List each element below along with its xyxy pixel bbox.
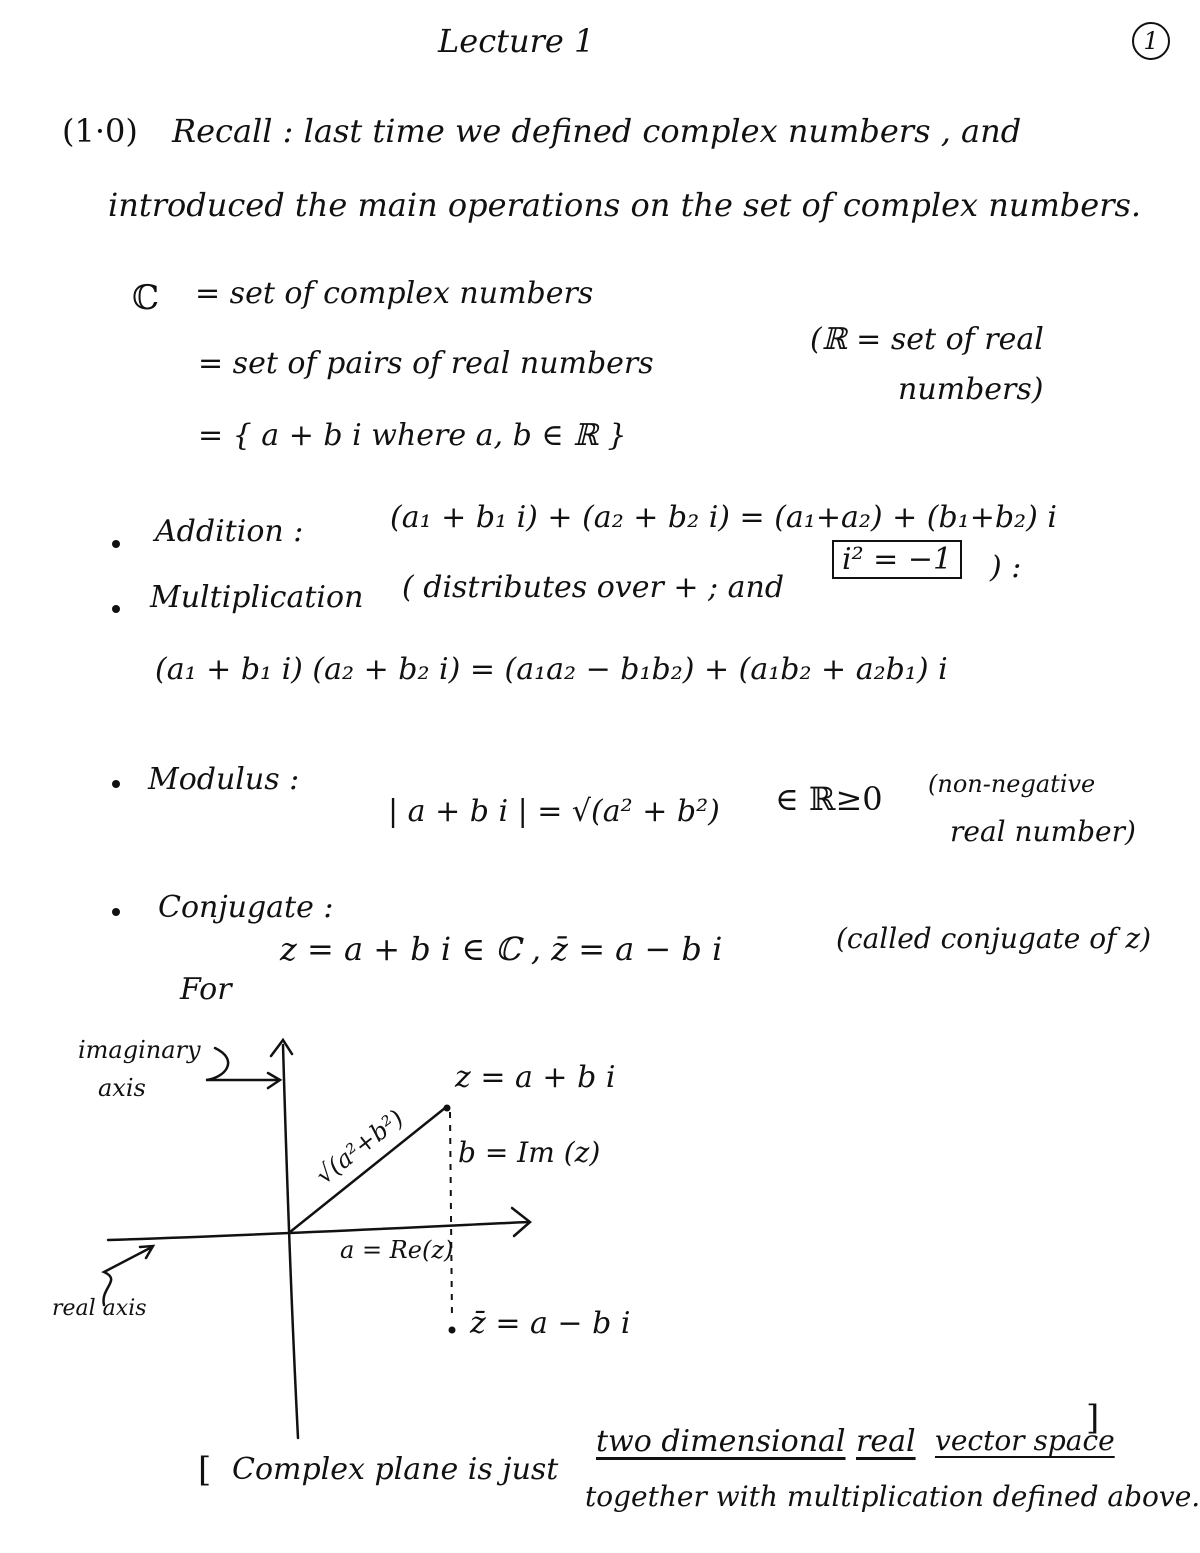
page-title: Lecture 1 — [438, 22, 595, 60]
multiplication-desc: ( distributes over + ; and — [402, 570, 785, 605]
multiplication-label: Multiplication — [150, 580, 364, 615]
modulus-note-1: (non-negative — [928, 770, 1096, 798]
modulus-note-2: real number) — [950, 815, 1136, 848]
bullet-dot — [112, 780, 120, 788]
real-label-arrow — [101, 1245, 154, 1307]
z-point — [443, 1104, 451, 1112]
modulus-membership: ∈ ℝ≥0 — [775, 780, 883, 818]
real-label-arrowhead — [138, 1244, 156, 1260]
footer-underlined-1: two dimensional — [596, 1424, 846, 1459]
footer-text-1: Complex plane is just — [232, 1452, 559, 1487]
intro-line-1: Recall : last time we defined complex nu… — [172, 112, 1022, 150]
projection-line — [449, 1111, 453, 1321]
imaginary-axis-arrowhead — [269, 1037, 294, 1058]
imaginary-axis — [281, 1043, 300, 1440]
bracket-close: ] — [1086, 1398, 1100, 1438]
footer-underlined-2: real — [856, 1424, 916, 1459]
intro-line-2: introduced the main operations on the se… — [108, 186, 1142, 224]
multiplication-end: ) : — [990, 550, 1022, 585]
im-label: b = Im (z) — [458, 1136, 601, 1169]
bullet-dot — [112, 908, 120, 916]
real-axis — [106, 1220, 530, 1242]
conjugate-point-label: z̄ = a − b i — [470, 1306, 631, 1341]
bullet-dot — [112, 605, 120, 613]
real-axis-arrowhead — [510, 1206, 532, 1238]
imaginary-label-arrow — [205, 1046, 280, 1082]
definition-eq-2: = set of pairs of real numbers — [198, 346, 654, 381]
footer-text-2: together with multiplication defined abo… — [585, 1480, 1200, 1513]
section-label: (1·0) — [62, 112, 138, 150]
modulus-label: Modulus : — [148, 762, 300, 797]
addition-label: Addition : — [155, 514, 304, 549]
definition-eq-3: = { a + b i where a, b ∈ ℝ } — [198, 418, 627, 453]
addition-formula: (a₁ + b₁ i) + (a₂ + b₂ i) = (a₁+a₂) + (b… — [390, 500, 1057, 535]
bullet-dot — [112, 540, 120, 548]
conjugate-label: Conjugate : — [158, 890, 334, 925]
i-squared-box: i² = −1 — [832, 540, 963, 579]
conjugate-formula: z = a + b i ∈ ℂ , z̄ = a − b i — [280, 930, 723, 968]
modulus-formula: | a + b i | = √(a² + b²) — [388, 794, 720, 829]
multiplication-formula: (a₁ + b₁ i) (a₂ + b₂ i) = (a₁a₂ − b₁b₂) … — [155, 652, 948, 687]
bracket-open: [ — [198, 1450, 212, 1490]
imaginary-axis-label-2: axis — [98, 1074, 146, 1102]
page-number: 1 — [1132, 22, 1170, 60]
z-label: z = a + b i — [455, 1060, 616, 1095]
imaginary-label-arrowhead — [266, 1071, 283, 1090]
footer-underlined-3: vector space — [935, 1424, 1115, 1457]
modulus-segment — [288, 1106, 447, 1234]
definition-note: (ℝ = set of real — [810, 322, 1044, 357]
z-conjugate-point — [448, 1326, 456, 1334]
definition-eq-1: = set of complex numbers — [195, 276, 594, 311]
imaginary-axis-label: imaginary — [78, 1036, 201, 1064]
complex-set-symbol: ℂ — [132, 278, 160, 318]
re-label: a = Re(z) — [340, 1236, 454, 1264]
conjugate-note: (called conjugate of z) — [836, 922, 1152, 955]
real-axis-label: real axis — [52, 1296, 147, 1321]
definition-note-2: numbers) — [898, 372, 1044, 407]
conjugate-for: For — [180, 972, 232, 1007]
